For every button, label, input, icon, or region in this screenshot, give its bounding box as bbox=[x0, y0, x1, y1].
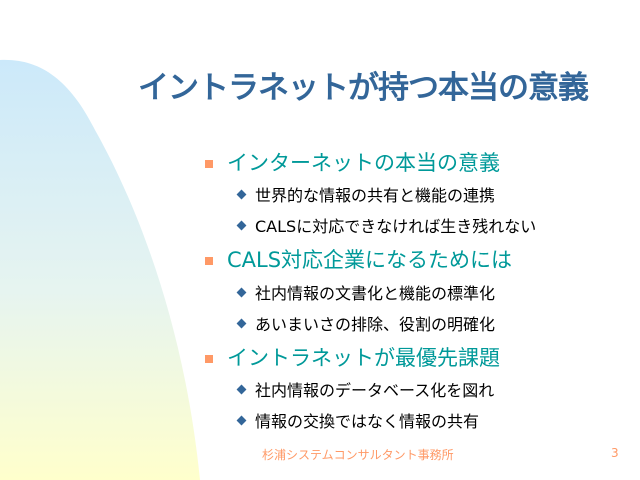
bullet-text: 情報の交換ではなく情報の共有 bbox=[255, 412, 480, 431]
diamond-bullet-icon bbox=[236, 220, 247, 231]
bullet-text: 世界的な情報の共有と機能の連携 bbox=[255, 186, 496, 205]
bullet-level1: CALS対応企業になるためには bbox=[205, 244, 512, 274]
bullet-level1: イントラネットが最優先課題 bbox=[205, 342, 500, 372]
bullet-text: CALS対応企業になるためには bbox=[227, 248, 513, 272]
bullet-level1: インターネットの本当の意義 bbox=[205, 147, 500, 177]
bullet-text: インターネットの本当の意義 bbox=[227, 151, 500, 175]
diamond-bullet-icon bbox=[236, 384, 247, 395]
bullet-level2: 世界的な情報の共有と機能の連携 bbox=[236, 182, 496, 206]
diamond-bullet-icon bbox=[236, 415, 247, 426]
slide-title: イントラネットが持つ本当の意義 bbox=[138, 70, 589, 106]
bullet-text: 社内情報の文書化と機能の標準化 bbox=[255, 284, 496, 303]
bullet-text: CALSに対応できなければ生き残れない bbox=[255, 217, 537, 236]
square-bullet-icon bbox=[205, 355, 213, 363]
page-number: 3 bbox=[611, 446, 619, 460]
bullet-level2: 社内情報の文書化と機能の標準化 bbox=[236, 280, 496, 304]
diamond-bullet-icon bbox=[236, 318, 247, 329]
footer-company: 杉浦システムコンサルタント事務所 bbox=[262, 448, 454, 462]
bullet-level2: 情報の交換ではなく情報の共有 bbox=[236, 408, 480, 432]
bullet-text: 社内情報のデータベース化を図れ bbox=[255, 381, 495, 400]
bullet-level2: 社内情報のデータベース化を図れ bbox=[236, 377, 495, 401]
bullet-level2: CALSに対応できなければ生き残れない bbox=[236, 213, 537, 237]
bullet-text: あいまいさの排除、役割の明確化 bbox=[255, 315, 496, 334]
bullet-text: イントラネットが最優先課題 bbox=[227, 346, 500, 370]
diamond-bullet-icon bbox=[236, 287, 247, 298]
square-bullet-icon bbox=[205, 160, 213, 168]
diamond-bullet-icon bbox=[236, 189, 247, 200]
bullet-level2: あいまいさの排除、役割の明確化 bbox=[236, 311, 496, 335]
square-bullet-icon bbox=[205, 257, 213, 265]
